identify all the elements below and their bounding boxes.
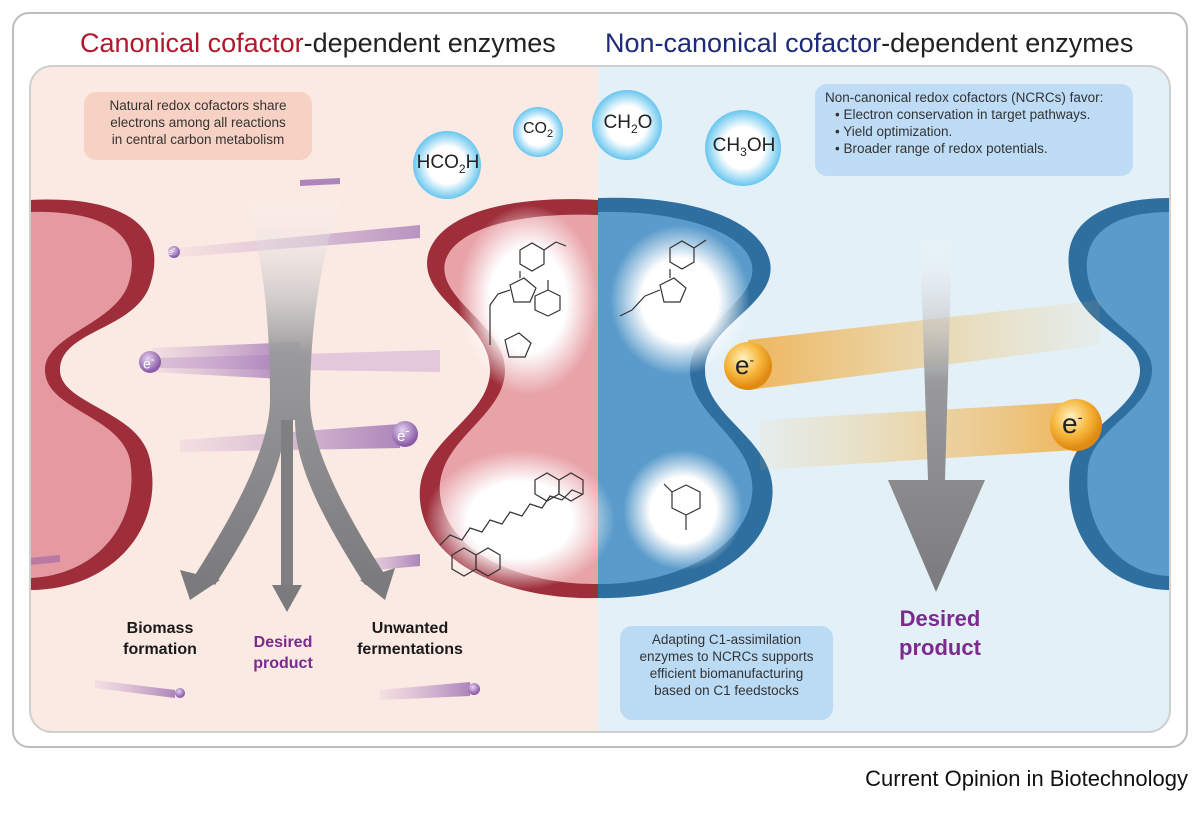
note-line: enzymes to NCRCs supports xyxy=(639,649,814,664)
ncrc-heading: Non-canonical redox cofactors (NCRCs) fa… xyxy=(825,90,1104,105)
biomimetic-structure-icon xyxy=(663,483,701,530)
formic-acid-label: HCO2H xyxy=(416,152,480,176)
nad-glow xyxy=(458,205,598,395)
ncrc-benefits-note: Non-canonical redox cofactors (NCRCs) fa… xyxy=(815,84,1133,176)
f420-glow xyxy=(425,450,615,590)
co2-bubble xyxy=(513,107,563,157)
journal-credit: Current Opinion in Biotechnology xyxy=(865,766,1188,791)
left-red-enzyme xyxy=(30,211,132,578)
c1-assimilation-note: Adapting C1-assimilation enzymes to NCRC… xyxy=(620,626,833,720)
formic-acid-bubble xyxy=(413,131,481,199)
electron-label: e- xyxy=(397,424,410,445)
nmn-glow xyxy=(610,225,750,375)
desired-product-arrow xyxy=(888,240,985,592)
electron-large-2 xyxy=(1050,399,1102,451)
electron-small-1 xyxy=(168,246,180,258)
methanol-bubble xyxy=(705,110,781,186)
biomimetic-glow xyxy=(623,450,743,570)
nad-structure-icon xyxy=(489,241,567,358)
ncrc-benefit-item: Yield optimization. xyxy=(835,123,1123,140)
note-line: Natural redox cofactors share xyxy=(109,98,287,113)
electron-label: e- xyxy=(168,244,176,257)
formaldehyde-bubble xyxy=(592,90,662,160)
note-line: Adapting C1-assimilation xyxy=(651,632,802,647)
electron-small-3 xyxy=(468,683,480,695)
electron-label: e- xyxy=(143,353,155,372)
note-line: electrons among all reactions xyxy=(110,115,286,130)
right-blue-enzyme xyxy=(1086,212,1170,576)
electron-medium-2 xyxy=(392,421,418,447)
ncrc-benefit-item: Broader range of redox potentials. xyxy=(835,140,1123,157)
electron-medium-1 xyxy=(139,351,161,373)
inner-frame xyxy=(29,65,1171,733)
noncanonical-title: Non-canonical cofactor-dependent enzymes xyxy=(605,28,1133,59)
note-line: efficient biomanufacturing xyxy=(649,666,804,681)
nmn-structure-icon xyxy=(619,239,707,317)
electron-small-2 xyxy=(175,688,185,698)
canonical-title: Canonical cofactor-dependent enzymes xyxy=(80,28,556,59)
ncrc-benefit-item: Electron conservation in target pathways… xyxy=(835,106,1123,123)
methanol-label: CH3OH xyxy=(712,135,776,159)
f420-structure-icon xyxy=(439,472,584,577)
co2-label: CO2 xyxy=(522,120,554,141)
ncrc-benefits-list: Electron conservation in target pathways… xyxy=(825,106,1123,157)
electron-large-1 xyxy=(724,342,772,390)
noncanonical-title-highlight: Non-canonical cofactor xyxy=(605,28,882,58)
canonical-title-highlight: Canonical cofactor xyxy=(80,28,304,58)
branching-flux-arrow xyxy=(180,200,395,612)
formaldehyde-label: CH2O xyxy=(603,112,653,136)
canonical-title-rest: -dependent enzymes xyxy=(303,28,556,58)
note-line: based on C1 feedstocks xyxy=(654,683,799,698)
electron-label: e- xyxy=(735,350,755,380)
electron-label: e- xyxy=(1062,408,1083,439)
natural-cofactor-note: Natural redox cofactors share electrons … xyxy=(84,92,312,160)
note-line: in central carbon metabolism xyxy=(111,132,285,147)
noncanonical-title-rest: -dependent enzymes xyxy=(881,28,1134,58)
